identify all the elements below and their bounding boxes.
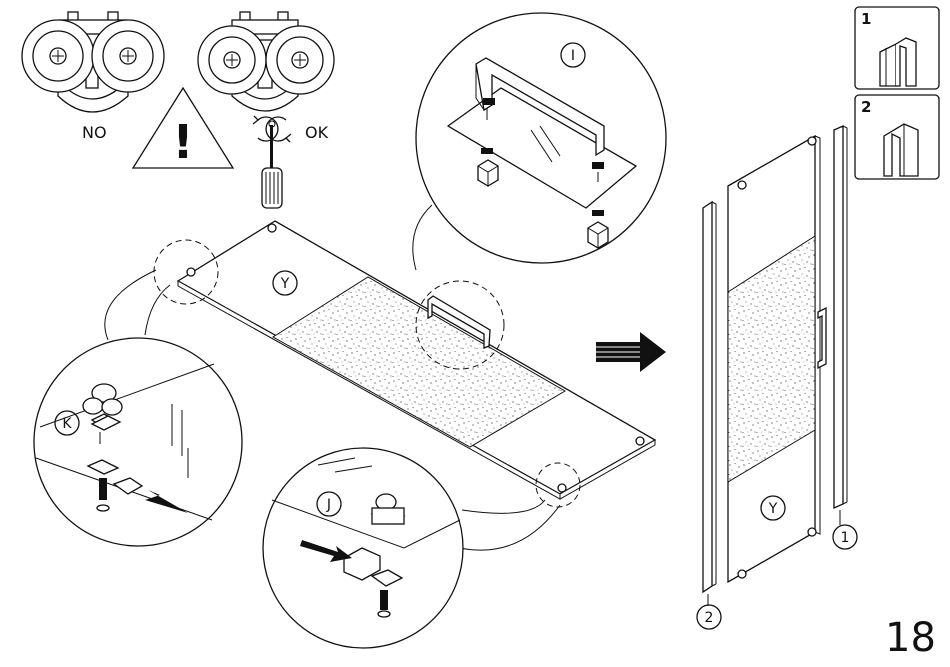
part-2-label: 2 <box>705 610 714 626</box>
direction-arrow-icon <box>596 332 666 372</box>
callout-k-connector <box>105 270 156 340</box>
corner-roller <box>636 437 644 445</box>
detail-j <box>263 448 463 648</box>
part-1-label: 1 <box>841 530 850 546</box>
door-guide <box>738 570 746 578</box>
warning-exclamation: ! <box>173 115 194 169</box>
door-roller <box>808 137 816 145</box>
corner-roller <box>187 268 195 276</box>
callout-j-connector <box>462 500 545 513</box>
roller-incorrect-figure <box>22 12 164 112</box>
corner-roller <box>558 484 566 492</box>
panel-y-label: Y <box>280 276 290 292</box>
ok-label: OK <box>305 123 329 142</box>
no-label: NO <box>82 123 107 142</box>
corner-roller <box>268 224 276 232</box>
thumbnail-2-label: 2 <box>861 98 871 116</box>
detail-k <box>34 338 242 546</box>
page-number: 18 <box>885 615 936 661</box>
door-y-label: Y <box>768 501 778 517</box>
detail-i <box>416 13 666 263</box>
door-guide <box>808 528 816 536</box>
wall-profile-left <box>703 202 716 592</box>
glass-panel-flat <box>178 221 655 499</box>
screwdriver-icon <box>262 125 282 208</box>
thumbnail-1-label: 1 <box>861 10 871 28</box>
callout-i-connector <box>413 205 432 270</box>
callout-k-connector-2 <box>145 285 170 335</box>
callout-k-label: K <box>62 416 72 432</box>
callout-j-label: J <box>326 497 331 513</box>
callout-i-label: I <box>571 48 575 64</box>
wall-profile-right <box>834 126 847 508</box>
roller-correct-figure <box>198 12 334 111</box>
door-roller <box>738 181 746 189</box>
